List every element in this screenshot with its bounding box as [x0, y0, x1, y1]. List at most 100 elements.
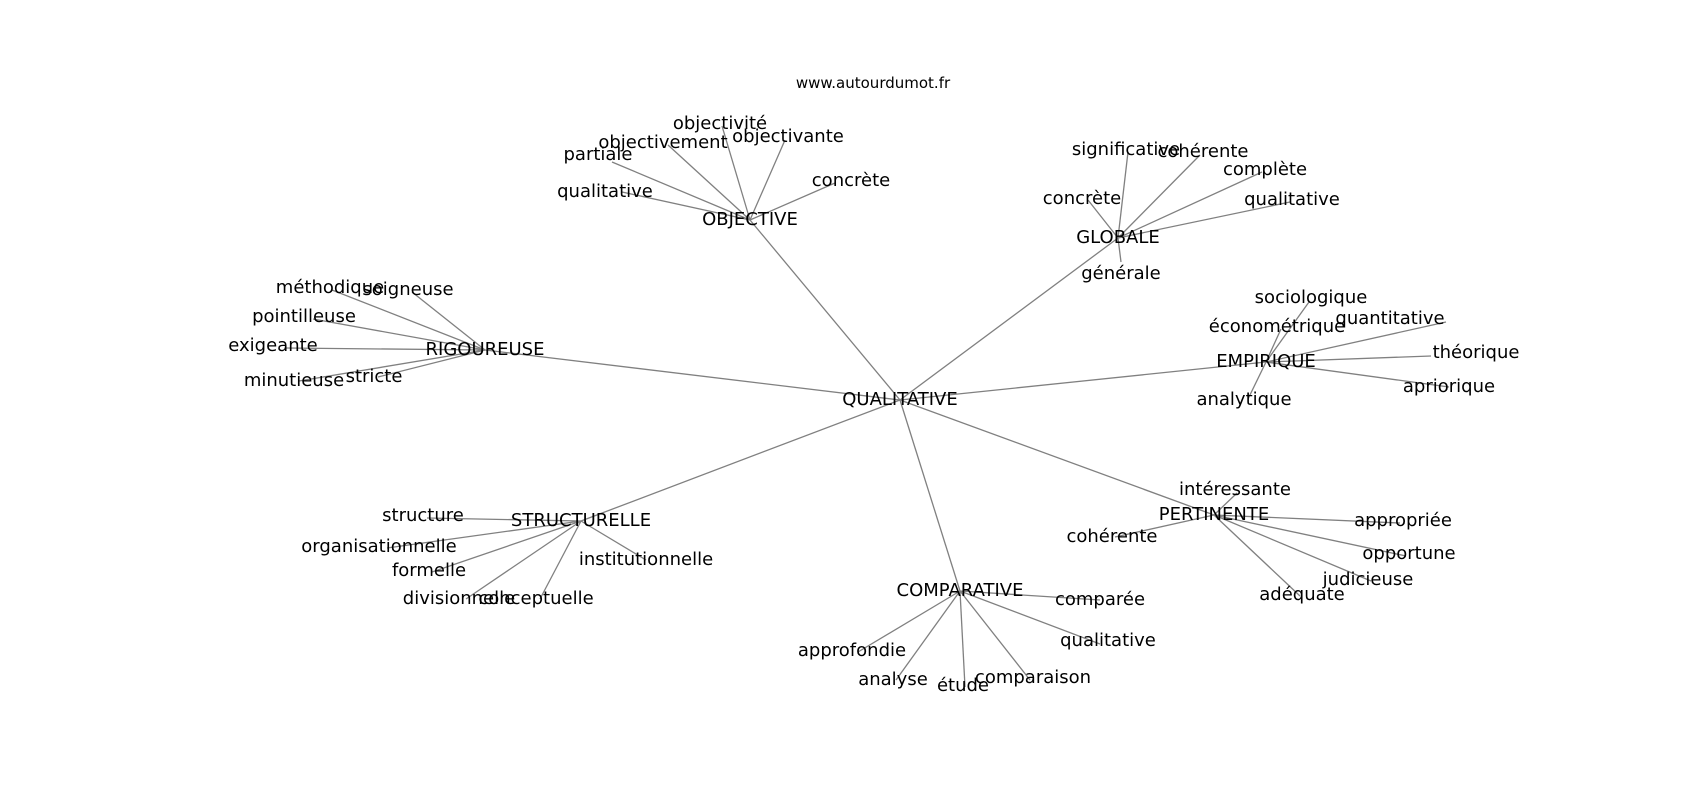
word-comparative-analyse: analyse — [858, 669, 928, 690]
source-url: www.autourdumot.fr — [796, 74, 951, 92]
word-empirique-analytique: analytique — [1196, 389, 1291, 410]
word-comparative-qualitative: qualitative — [1060, 630, 1156, 651]
edge-empirique-apriorique — [1265, 361, 1450, 388]
hub-globale: GLOBALE — [1076, 227, 1160, 248]
edge-layer — [285, 125, 1450, 688]
edge-rigoureuse-methodique — [331, 289, 486, 351]
word-rigoureuse-stricte: stricte — [346, 366, 403, 387]
edge-rigoureuse-soigneuse — [411, 291, 486, 351]
edge-objective-concrete — [749, 182, 836, 221]
edge-structurelle-formelle — [431, 520, 582, 573]
hub-pertinente: PERTINENTE — [1159, 504, 1269, 525]
edge-globale-coherente — [1117, 154, 1201, 239]
word-objective-objectivement: objectivement — [598, 132, 727, 153]
edge-structurelle-structure — [426, 517, 582, 522]
word-pertinente-adequate: adéquate — [1259, 584, 1345, 605]
word-rigoureuse-pointilleuse: pointilleuse — [252, 306, 356, 327]
edge-globale-significative — [1117, 151, 1129, 239]
edge-center-pertinente — [899, 399, 1215, 516]
edge-pertinente-adequate — [1213, 514, 1301, 597]
word-pertinente-opportune: opportune — [1362, 543, 1455, 564]
hub-comparative: COMPARATIVE — [897, 580, 1024, 601]
edge-pertinente-coherente — [1114, 514, 1215, 538]
edge-center-comparative — [899, 399, 961, 592]
edge-empirique-theorique — [1265, 355, 1432, 363]
edge-objective-objectivement — [667, 144, 751, 221]
edge-structurelle-conceptuelle — [539, 520, 582, 600]
edge-center-rigoureuse — [484, 349, 901, 401]
edge-comparative-comparee — [959, 590, 1101, 601]
word-pertinente-judicieuse: judicieuse — [1322, 569, 1414, 590]
edge-objective-objectivante — [749, 139, 786, 221]
edge-empirique-sociologique — [1265, 301, 1310, 363]
word-objective-concrete: concrète — [812, 170, 890, 191]
edge-rigoureuse-pointilleuse — [312, 318, 486, 351]
word-pertinente-coherente: cohérente — [1066, 526, 1157, 547]
edge-center-structurelle — [580, 399, 901, 522]
edge-structurelle-organisationnelle — [386, 520, 582, 549]
edge-objective-partiale — [611, 161, 751, 221]
word-objective-qualitative: qualitative — [557, 181, 653, 202]
edge-empirique-analytique — [1247, 361, 1267, 400]
edge-pertinente-appropriee — [1213, 514, 1401, 524]
word-structurelle-divisionnelle: divisionnelle — [403, 588, 515, 609]
edge-center-globale — [899, 237, 1119, 401]
word-rigoureuse-exigeante: exigeante — [228, 335, 317, 356]
word-globale-generale: générale — [1081, 263, 1161, 284]
edge-globale-qualitative — [1117, 201, 1291, 239]
hub-empirique: EMPIRIQUE — [1216, 351, 1316, 372]
edge-comparative-comparaison — [959, 590, 1031, 681]
hub-objective: OBJECTIVE — [702, 209, 798, 230]
edge-globale-complete — [1117, 171, 1263, 239]
word-rigoureuse-minutieuse: minutieuse — [244, 370, 344, 391]
edge-structurelle-institutionnelle — [580, 520, 647, 561]
word-empirique-quantitative: quantitative — [1335, 308, 1444, 329]
edge-comparative-approfondie — [857, 590, 961, 653]
word-globale-coherente: cohérente — [1157, 141, 1248, 162]
word-objective-objectivante: objectivante — [732, 126, 844, 147]
word-empirique-theorique: théorique — [1433, 342, 1520, 363]
edge-empirique-econometrique — [1265, 328, 1282, 363]
edge-rigoureuse-exigeante — [285, 347, 486, 351]
edge-structurelle-divisionnelle — [465, 520, 582, 600]
edge-objective-objectivite — [721, 125, 751, 221]
word-pertinente-appropriee: appropriée — [1354, 510, 1452, 531]
label-layer: qualitative partialeobjectivementobjectiv… — [228, 113, 1519, 696]
word-comparative-comparaison: comparaison — [975, 667, 1091, 688]
center-word: QUALITATIVE — [842, 389, 958, 410]
edge-empirique-quantitative — [1265, 321, 1447, 363]
word-structurelle-institutionnelle: institutionnelle — [579, 549, 713, 570]
word-objective-partiale: partiale — [563, 144, 632, 165]
edge-globale-concrete — [1087, 199, 1119, 239]
edge-globale-generale — [1117, 237, 1122, 263]
word-rigoureuse-methodique: méthodique — [276, 277, 384, 298]
edge-pertinente-judicieuse — [1213, 514, 1372, 582]
edge-rigoureuse-minutieuse — [298, 349, 486, 382]
word-structurelle-organisationnelle: organisationnelle — [301, 536, 456, 557]
word-empirique-sociologique: sociologique — [1255, 287, 1368, 308]
edge-center-objective — [749, 219, 901, 401]
edge-rigoureuse-stricte — [377, 349, 486, 378]
word-structurelle-conceptuelle: conceptuelle — [478, 588, 593, 609]
word-globale-complete: complète — [1223, 159, 1307, 180]
word-pertinente-interessante: intéressante — [1179, 479, 1291, 500]
word-rigoureuse-soigneuse: soigneuse — [362, 279, 453, 300]
word-empirique-apriorique: apriorique — [1403, 376, 1495, 397]
edge-pertinente-opportune — [1213, 514, 1407, 557]
edge-objective-qualitative — [621, 191, 751, 221]
word-globale-qualitative: qualitative — [1244, 189, 1340, 210]
word-structurelle-formelle: formelle — [392, 560, 466, 581]
word-comparative-approfondie: approfondie — [798, 640, 906, 661]
hub-rigoureuse: RIGOUREUSE — [426, 339, 545, 360]
edge-comparative-qualitative — [959, 590, 1101, 645]
word-empirique-econometrique: économétrique — [1209, 316, 1345, 337]
word-comparative-etude: étude — [937, 675, 989, 696]
edge-pertinente-interessante — [1213, 492, 1238, 516]
edge-comparative-etude — [959, 590, 966, 688]
word-globale-significative: significative — [1072, 139, 1180, 160]
hub-structurelle: STRUCTURELLE — [511, 510, 651, 531]
word-structurelle-structure: structure — [382, 505, 464, 526]
word-objective-objectivite: objectivité — [673, 113, 767, 134]
edge-center-empirique — [899, 361, 1267, 401]
